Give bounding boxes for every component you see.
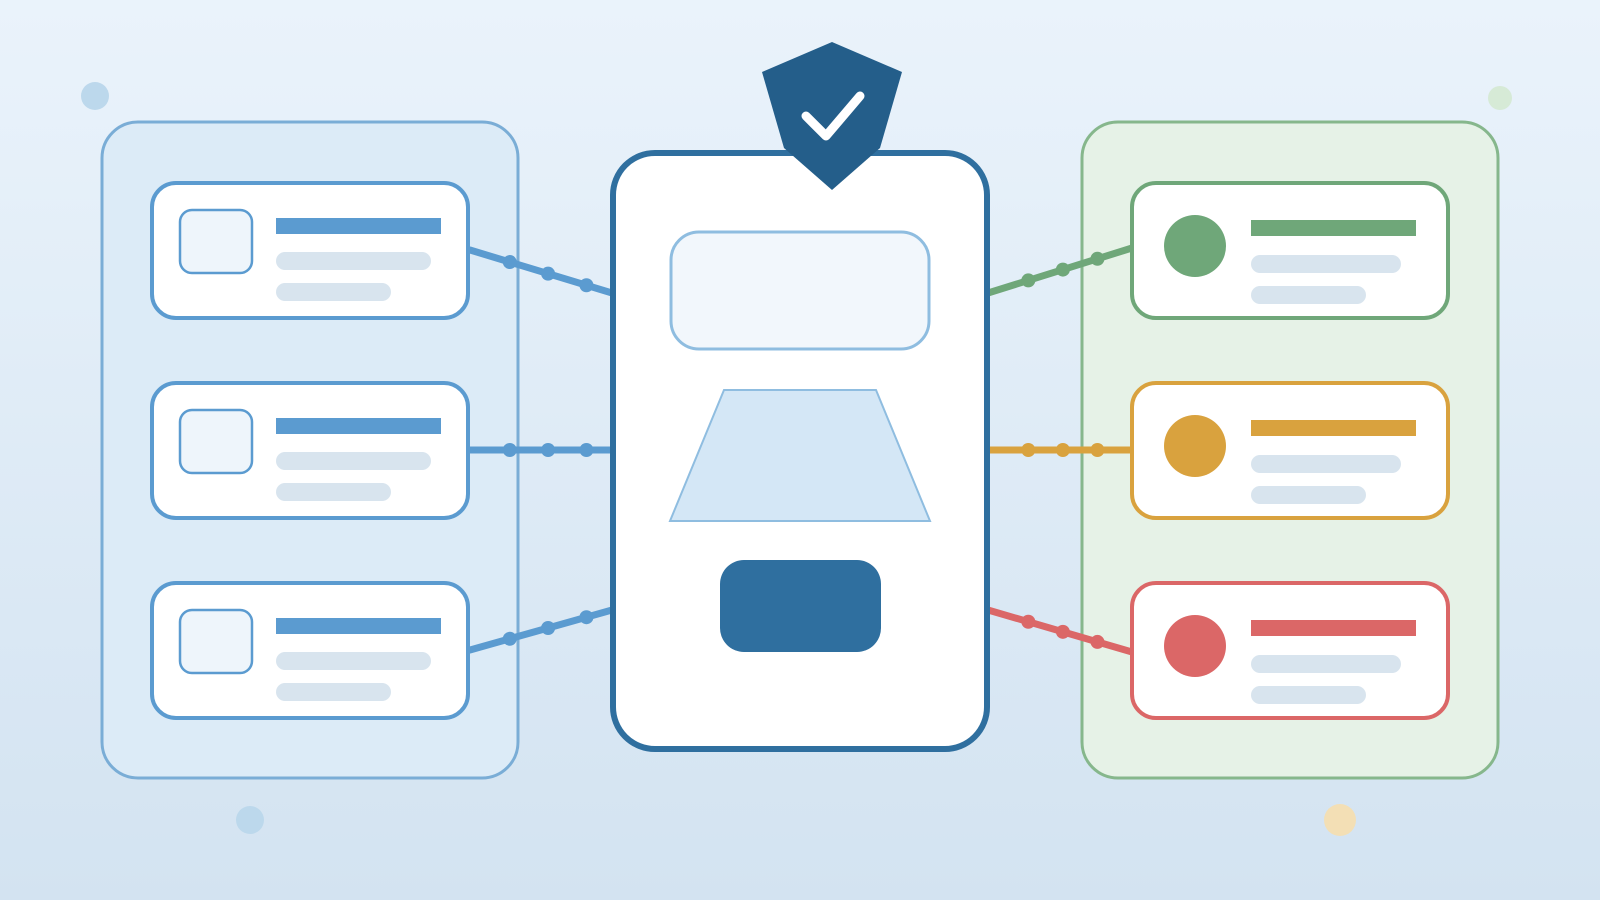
connector-node bbox=[541, 443, 556, 457]
decor-dot bbox=[81, 82, 109, 110]
connector-line bbox=[466, 606, 616, 654]
connector-line bbox=[984, 244, 1136, 297]
status-dot-icon bbox=[1164, 215, 1226, 277]
output-line bbox=[1251, 655, 1401, 673]
source-title-bar bbox=[276, 618, 441, 634]
source-cards bbox=[150, 181, 470, 720]
source-line bbox=[276, 252, 431, 270]
connector-line bbox=[984, 443, 1136, 457]
output-card-success bbox=[1130, 181, 1450, 320]
connector-node bbox=[502, 255, 517, 270]
connector-node bbox=[502, 631, 517, 646]
output-line bbox=[1251, 486, 1366, 504]
output-card-frame bbox=[1130, 381, 1450, 520]
source-line bbox=[276, 652, 431, 670]
filter-funnel-icon bbox=[668, 389, 932, 522]
shield-check-icon bbox=[762, 42, 902, 190]
output-card-error bbox=[1130, 581, 1450, 720]
connector-node bbox=[579, 278, 594, 293]
decor-dot bbox=[1324, 804, 1356, 836]
connector-node bbox=[1090, 251, 1105, 266]
output-title-bar bbox=[1251, 220, 1416, 236]
connector-line bbox=[466, 443, 616, 457]
hub-action-button[interactable] bbox=[720, 560, 881, 652]
source-card bbox=[150, 581, 470, 720]
connector-node bbox=[1021, 614, 1036, 629]
connector-node bbox=[541, 266, 556, 281]
status-dot-icon bbox=[1164, 415, 1226, 477]
output-line bbox=[1251, 255, 1401, 273]
connector-node bbox=[1090, 634, 1105, 649]
output-card-frame bbox=[1130, 581, 1450, 720]
connector-line bbox=[466, 246, 616, 297]
hub-input-field[interactable] bbox=[669, 230, 931, 351]
decor-dot bbox=[1488, 86, 1512, 110]
connector-node bbox=[579, 610, 594, 625]
source-line bbox=[276, 483, 391, 501]
source-line bbox=[276, 683, 391, 701]
connector-node bbox=[1055, 624, 1070, 639]
connector-node bbox=[579, 443, 594, 457]
output-cards bbox=[1130, 181, 1450, 720]
output-title-bar bbox=[1251, 420, 1416, 436]
hub-device bbox=[610, 42, 990, 752]
connector-node bbox=[1021, 443, 1036, 457]
source-title-bar bbox=[276, 218, 441, 234]
connector-node bbox=[1021, 273, 1036, 288]
connector-node bbox=[502, 443, 517, 457]
source-card bbox=[150, 381, 470, 520]
output-title-bar bbox=[1251, 620, 1416, 636]
source-title-bar bbox=[276, 418, 441, 434]
connector-node bbox=[541, 621, 556, 635]
source-thumbnail-icon bbox=[178, 408, 254, 475]
status-dot-icon bbox=[1164, 615, 1226, 677]
connector-node bbox=[1055, 443, 1070, 457]
output-line bbox=[1251, 286, 1366, 304]
connector-node bbox=[1090, 443, 1105, 457]
source-card bbox=[150, 181, 470, 320]
output-card-frame bbox=[1130, 181, 1450, 320]
source-thumbnail-icon bbox=[178, 608, 254, 675]
source-line bbox=[276, 283, 391, 301]
output-card-warning bbox=[1130, 381, 1450, 520]
output-line bbox=[1251, 686, 1366, 704]
connector-line bbox=[984, 606, 1136, 656]
source-thumbnail-icon bbox=[178, 208, 254, 275]
connectors bbox=[466, 244, 1136, 656]
decor-dot bbox=[236, 806, 264, 834]
connector-node bbox=[1055, 262, 1070, 277]
output-line bbox=[1251, 455, 1401, 473]
source-line bbox=[276, 452, 431, 470]
